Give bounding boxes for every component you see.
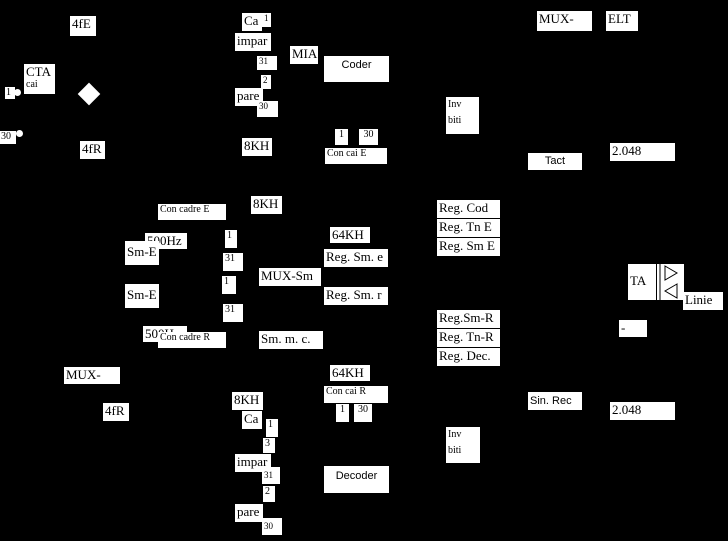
inv-biti-bottom-line-1: Inv [448, 429, 462, 440]
ca-top-label: Ca [242, 13, 262, 31]
con-cai-e-channel-30: 30 [359, 129, 378, 145]
line-amplifier [657, 264, 684, 300]
ta-block: TA [628, 264, 656, 300]
linie-label: Linie [683, 292, 723, 310]
reg-sm-r-block: Reg. Sm. r [324, 287, 388, 305]
sin-rec-block: Sin. Rec [528, 392, 582, 410]
channel-30-label: 30 [0, 131, 16, 144]
label-4fr-top: 4fR [80, 141, 105, 159]
con-cai-e-block: Con cai E [325, 148, 387, 164]
channel-2-bottom: 2 [263, 486, 275, 502]
khz8-top-label: 8KH [242, 138, 272, 156]
channel-1-label: 1 [5, 87, 15, 99]
coder-block: Coder [324, 56, 389, 82]
channel-31-a: 31 [223, 253, 243, 271]
inv-biti-top-block: Inv biti [446, 97, 479, 134]
mux-sm-block: MUX-Sm [259, 268, 321, 286]
reg-cod-block: Reg. Cod [437, 200, 500, 218]
reg-sm-r2-block: Reg.Sm-R [437, 310, 500, 328]
reg-tn-r-block: Reg. Tn-R [437, 329, 500, 347]
input-dot-30 [16, 130, 23, 137]
decoder-block: Decoder [324, 466, 389, 493]
label-4fr-bottom: 4fR [103, 403, 129, 421]
channel-30-bottom: 30 [262, 518, 282, 535]
con-cadre-e-block: Con cadre E [158, 204, 226, 220]
channel-31-top: 31 [257, 56, 277, 70]
cta-sub-label: cai [26, 79, 38, 90]
cta-block: CTA cai [24, 64, 55, 94]
channel-31-bottom: 31 [262, 467, 280, 484]
tact-block: Tact [528, 153, 582, 170]
inv-biti-bottom-line-2: biti [448, 445, 462, 456]
ca-top-number: 1 [262, 13, 271, 27]
channel-31-b: 31 [223, 304, 243, 322]
impar-top-label: impar [235, 33, 271, 51]
con-cai-r-block: Con cai R [324, 386, 388, 403]
channel-2-top: 2 [261, 75, 271, 89]
channel-1-b: 1 [222, 276, 236, 294]
input-dot-1 [14, 89, 21, 96]
mux-top-label: MUX- [537, 11, 592, 31]
freq-2048-top: 2.048 [610, 143, 675, 161]
sm-e-bottom-block: Sm-E [125, 284, 159, 308]
ca-bottom-label: Ca [242, 411, 262, 429]
khz8-bottom-label: 8KH [232, 392, 263, 410]
inv-biti-top-line-2: biti [448, 115, 462, 126]
reg-tn-e-block: Reg. Tn E [437, 219, 500, 237]
channel-30-top: 30 [257, 101, 278, 117]
inv-biti-bottom-block: Inv biti [446, 427, 480, 463]
channel-1-a: 1 [225, 230, 237, 248]
diamond-node [77, 82, 101, 106]
con-cadre-r-block: Con cadre R [158, 332, 226, 348]
mux-bottom-label: MUX- [64, 367, 120, 384]
khz64-bottom-label: 64KH [330, 365, 370, 381]
con-cai-e-channel-1: 1 [335, 129, 348, 145]
ca-bottom-number: 1 [266, 419, 278, 437]
sm-m-c-block: Sm. m. c. [259, 331, 323, 349]
reg-sm-e2-block: Reg. Sm E [437, 238, 500, 256]
elt-label: ELT [606, 11, 638, 31]
con-cai-r-channel-1: 1 [336, 404, 349, 422]
dash-label-right: - [619, 320, 647, 337]
sm-e-top-block: Sm-E [125, 241, 159, 265]
channel-3-bottom: 3 [263, 438, 275, 453]
label-4fe: 4fE [70, 16, 96, 36]
reg-dec-block: Reg. Dec. [437, 348, 500, 366]
amplifier-triangles-icon [659, 264, 678, 300]
mia-label: MIA [290, 46, 318, 64]
khz64-top-label: 64KH [330, 227, 370, 243]
reg-sm-e-block: Reg. Sm. e [324, 249, 388, 267]
pare-bottom-label: pare [235, 504, 263, 522]
khz8-mid-label: 8KH [251, 196, 282, 214]
pare-top-label: pare [235, 88, 263, 106]
inv-biti-top-line-1: Inv [448, 99, 462, 110]
freq-2048-bottom: 2.048 [610, 402, 675, 420]
con-cai-r-channel-30: 30 [354, 404, 372, 422]
cta-label: CTA [26, 64, 51, 79]
